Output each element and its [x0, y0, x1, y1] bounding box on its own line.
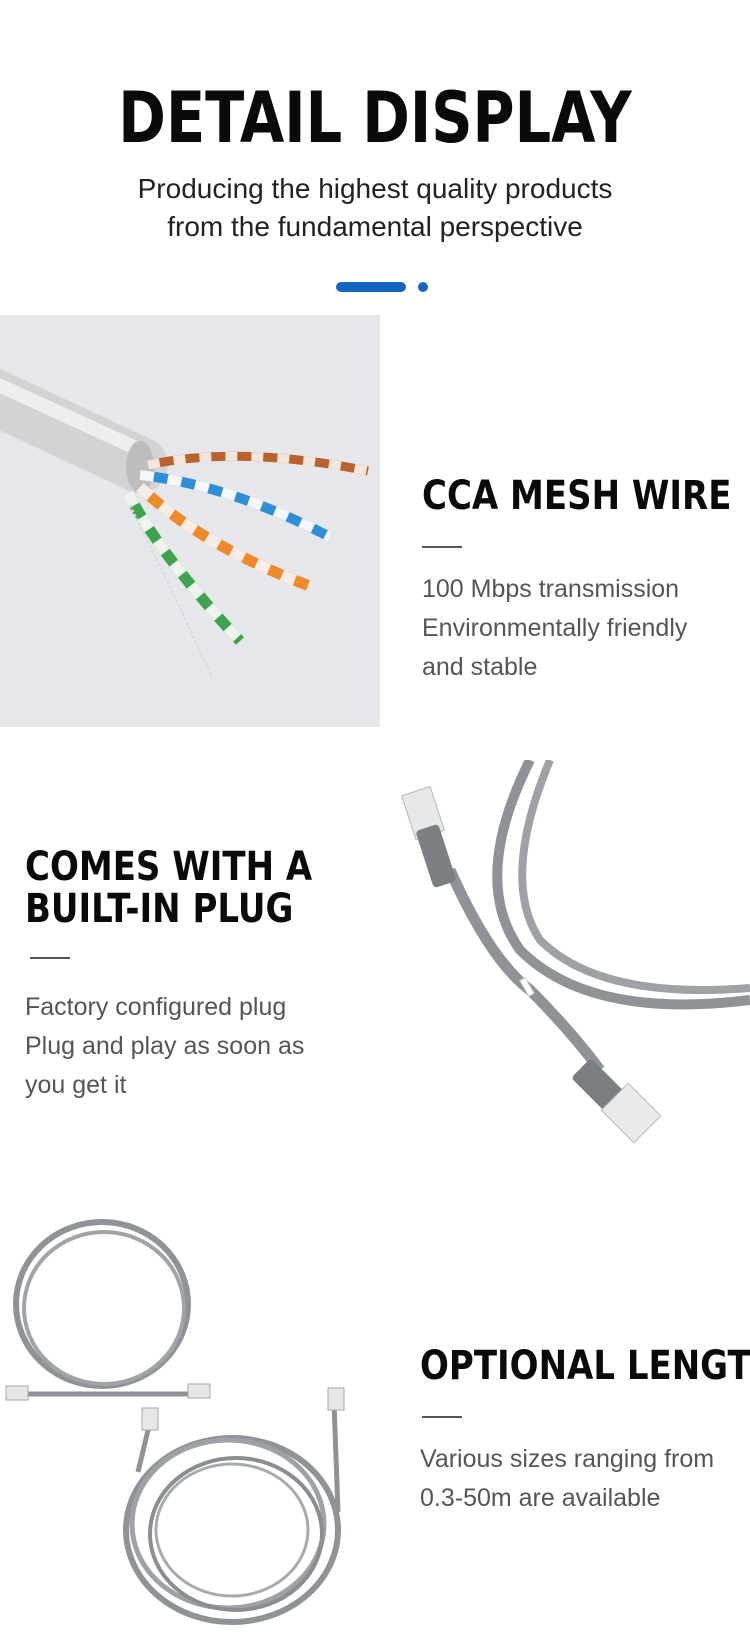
- coiled-cables-image: [0, 1212, 380, 1637]
- section-description: Factory configured plug Plug and play as…: [25, 988, 304, 1105]
- section-title-built-in-plug: COMES WITH A BUILT-IN PLUG: [25, 846, 312, 930]
- section-description: Various sizes ranging from 0.3-50m are a…: [420, 1440, 714, 1518]
- description-line: Plug and play as soon as: [25, 1032, 305, 1060]
- description-line: Various sizes ranging from: [420, 1445, 715, 1473]
- page-subtitle: Producing the highest quality products f…: [0, 170, 750, 246]
- section-divider: [422, 1416, 462, 1418]
- section-title-cca-mesh-wire: CCA MESH WIRE: [422, 473, 732, 519]
- description-line: 100 Mbps transmission: [422, 575, 680, 603]
- wire-closeup-image: [0, 315, 380, 727]
- description-line: 0.3-50m are available: [420, 1484, 661, 1512]
- description-line: Factory configured plug: [25, 993, 287, 1021]
- carousel-indicator-dot: [418, 282, 428, 292]
- subtitle-line-2: from the fundamental perspective: [167, 211, 583, 242]
- title-line-1: COMES WITH A: [25, 844, 313, 890]
- patch-cable-image: [400, 760, 750, 1180]
- title-line-2: BUILT-IN PLUG: [25, 886, 294, 932]
- section-description: 100 Mbps transmission Environmentally fr…: [422, 570, 687, 687]
- description-line: and stable: [422, 653, 538, 681]
- subtitle-line-1: Producing the highest quality products: [137, 173, 613, 204]
- section-divider: [30, 957, 70, 959]
- section-divider: [422, 546, 462, 548]
- section-title-optional-length: OPTIONAL LENGTH: [420, 1343, 750, 1389]
- page-title: DETAIL DISPLAY: [118, 77, 632, 159]
- description-line: you get it: [25, 1071, 127, 1099]
- carousel-indicator-active: [336, 282, 406, 292]
- description-line: Environmentally friendly: [422, 614, 688, 642]
